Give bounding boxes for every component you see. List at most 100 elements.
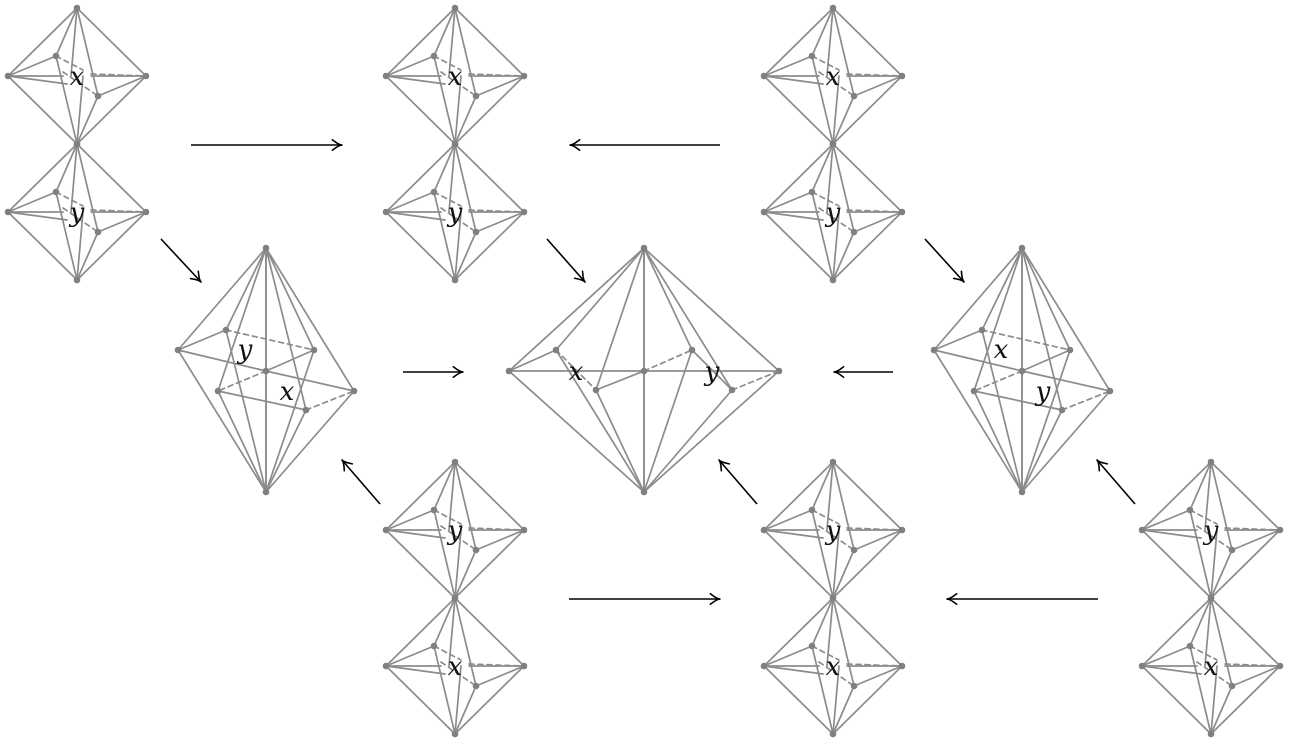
edge — [178, 330, 226, 350]
merged-polytope-center: xy — [506, 245, 783, 496]
vertex — [311, 347, 318, 354]
vertex — [175, 347, 182, 354]
edge — [455, 598, 524, 666]
vertex — [95, 229, 102, 236]
vertex — [1229, 547, 1236, 554]
edge — [764, 530, 823, 538]
vertex — [761, 209, 768, 216]
vertex — [95, 93, 102, 100]
vertex — [830, 277, 837, 284]
vertex — [899, 73, 906, 80]
edge — [1232, 666, 1280, 686]
edge — [764, 510, 812, 530]
edge — [764, 646, 812, 666]
vertex — [473, 229, 480, 236]
vertex — [1019, 245, 1026, 252]
vertex — [830, 141, 837, 148]
arrow-shaft — [342, 460, 380, 504]
edge — [934, 350, 1022, 492]
edge — [455, 530, 524, 598]
edge — [644, 350, 692, 371]
edge — [98, 76, 146, 96]
vertex — [263, 368, 270, 375]
vertex — [830, 459, 837, 466]
edge — [178, 350, 266, 371]
vertex — [53, 53, 60, 60]
vertex — [521, 209, 528, 216]
edge — [1142, 530, 1201, 538]
vertex — [263, 245, 270, 252]
edge — [455, 212, 524, 280]
edge — [386, 510, 434, 530]
vertex — [899, 209, 906, 216]
vertex — [473, 547, 480, 554]
edge — [833, 462, 902, 530]
edge — [764, 462, 833, 530]
vertex-label: y — [447, 198, 463, 228]
edge — [386, 646, 434, 666]
vertex-label: x — [826, 652, 841, 682]
vertex — [899, 527, 906, 534]
edge — [644, 248, 692, 350]
bipyramid-pair-bottom-middle: yx — [761, 459, 906, 738]
edge — [934, 330, 982, 350]
edge — [455, 76, 524, 144]
edge — [833, 76, 902, 144]
edge — [386, 144, 455, 212]
vertex — [143, 209, 150, 216]
vertex — [761, 663, 768, 670]
edge — [386, 76, 455, 144]
edge — [596, 371, 644, 390]
arrow-shaft — [719, 460, 757, 504]
arrow-bottom-left-to-bottom-middle — [569, 594, 720, 605]
vertex — [143, 73, 150, 80]
edge — [77, 76, 146, 144]
vertex-label: y — [1203, 516, 1219, 546]
vertex — [851, 93, 858, 100]
edge — [1142, 530, 1211, 598]
arrow-shaft — [547, 239, 585, 282]
edge — [764, 212, 823, 220]
vertex — [851, 547, 858, 554]
edge — [1022, 350, 1070, 492]
vertex — [1208, 595, 1215, 602]
vertex — [452, 595, 459, 602]
vertex — [263, 489, 270, 496]
vertex — [303, 407, 310, 414]
edge — [732, 371, 779, 390]
edge — [8, 212, 77, 280]
vertex-label: x — [70, 62, 85, 92]
edge — [77, 8, 146, 76]
edge — [178, 350, 266, 492]
edge — [509, 350, 556, 371]
arrow-top-left-to-left-merged — [161, 239, 201, 282]
vertex — [761, 73, 768, 80]
edge — [8, 8, 77, 76]
vertex — [383, 73, 390, 80]
edge — [266, 410, 306, 492]
vertex — [1277, 527, 1284, 534]
edge — [934, 350, 1022, 371]
vertex — [1187, 643, 1194, 650]
edge — [1142, 598, 1211, 666]
vertex-label: x — [826, 62, 841, 92]
edge — [476, 666, 524, 686]
edge — [1022, 248, 1070, 350]
vertex — [1277, 663, 1284, 670]
edge — [596, 390, 644, 492]
vertex — [74, 141, 81, 148]
edge — [8, 76, 77, 144]
edge — [974, 391, 1022, 492]
edge — [386, 192, 434, 212]
vertex — [809, 507, 816, 514]
edge — [1142, 462, 1211, 530]
arrow-shaft — [161, 239, 201, 282]
vertex — [452, 141, 459, 148]
edge — [8, 144, 77, 212]
vertex — [729, 387, 736, 394]
arrow-top-left-to-top-middle — [191, 140, 342, 151]
edge — [476, 76, 524, 96]
vertex-label: y — [447, 516, 463, 546]
vertex-label: x — [994, 335, 1009, 365]
vertex — [521, 527, 528, 534]
